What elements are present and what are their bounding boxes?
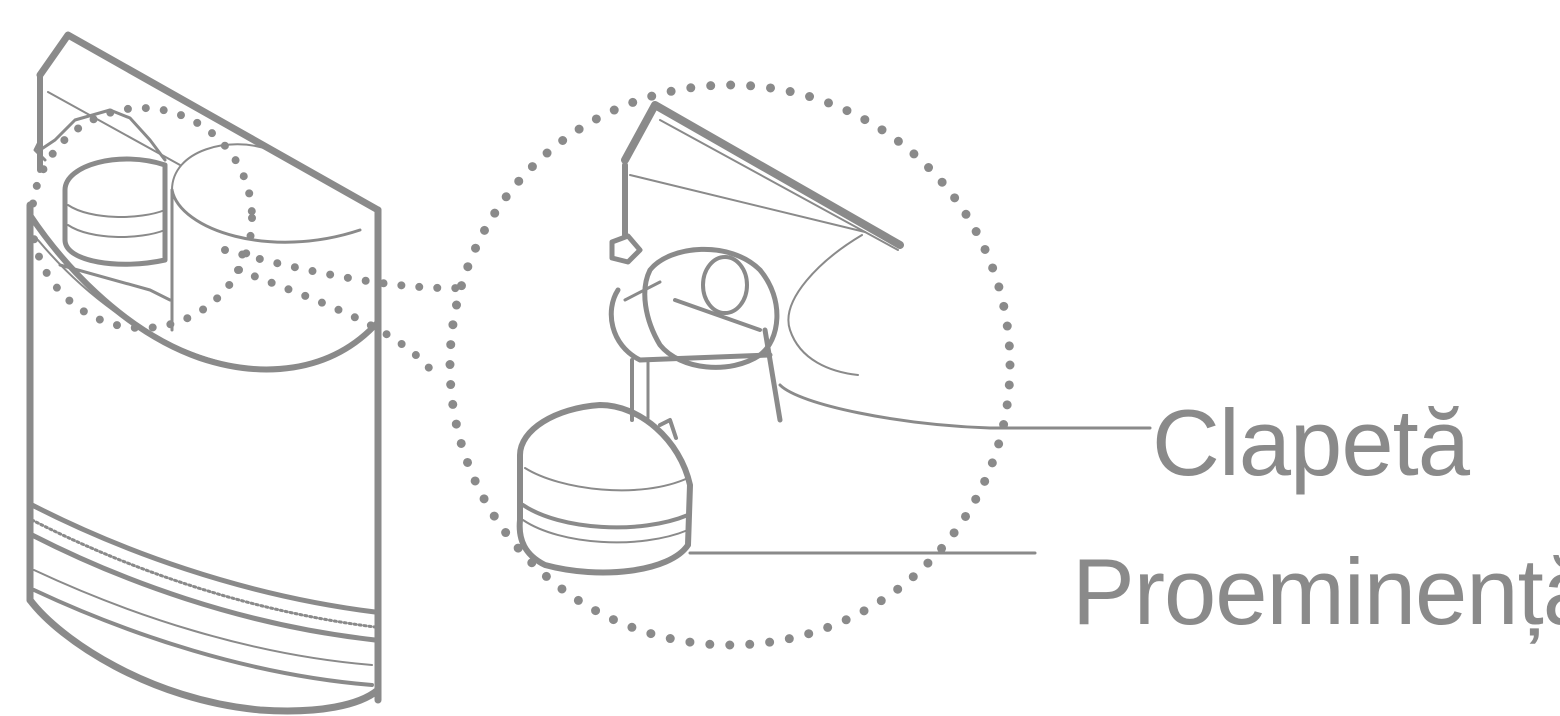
- label-proeminenta: Proeminență: [1072, 545, 1560, 639]
- magnified-flap: [611, 249, 780, 420]
- detail-connector-bottom: [238, 270, 435, 375]
- leader-line-clapeta: [780, 385, 1150, 428]
- detail-connector-top: [225, 250, 462, 288]
- device-body: [30, 35, 378, 711]
- label-clapeta: Clapetă: [1152, 396, 1469, 490]
- device-cap-cylinders: [35, 110, 360, 330]
- magnified-protrusion: [520, 405, 690, 572]
